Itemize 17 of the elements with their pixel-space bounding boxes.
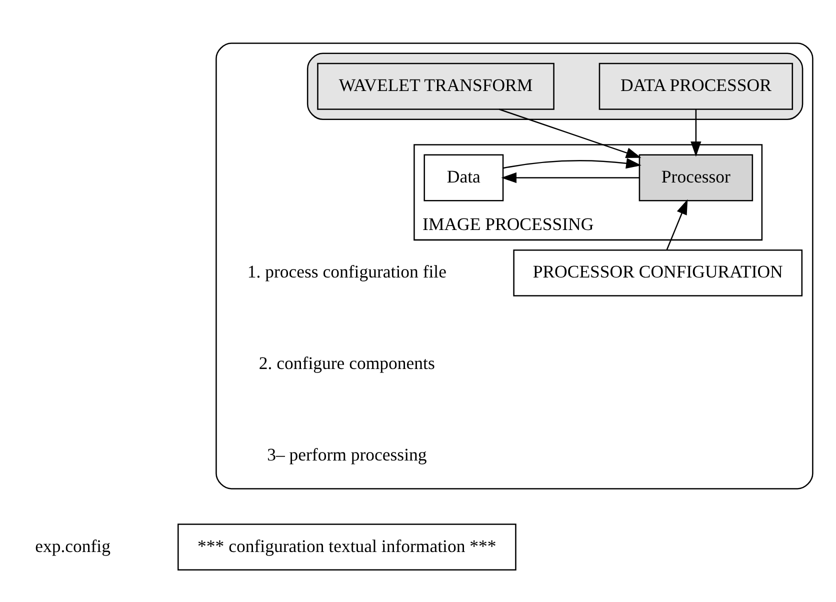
node-box: Processor [638, 154, 754, 201]
cluster [216, 42, 814, 489]
node-box: WAVELET TRANSFORM [317, 62, 554, 110]
arrow [666, 198, 688, 250]
node-box: PROCESSOR CONFIGURATION [513, 248, 803, 296]
label: 3– perform processing [267, 444, 427, 464]
node-box: *** configuration textual information *** [178, 523, 516, 570]
arrow [501, 172, 640, 183]
label: 2. configure components [258, 352, 435, 373]
node-box: Data [424, 154, 504, 201]
node-box: DATA PROCESSOR [598, 62, 794, 110]
node-label: exp.config [35, 535, 111, 556]
arrow [690, 109, 702, 156]
label: 1. process configuration file [247, 261, 446, 282]
arrow [498, 108, 642, 158]
arrow [503, 158, 642, 168]
cluster [306, 52, 804, 120]
